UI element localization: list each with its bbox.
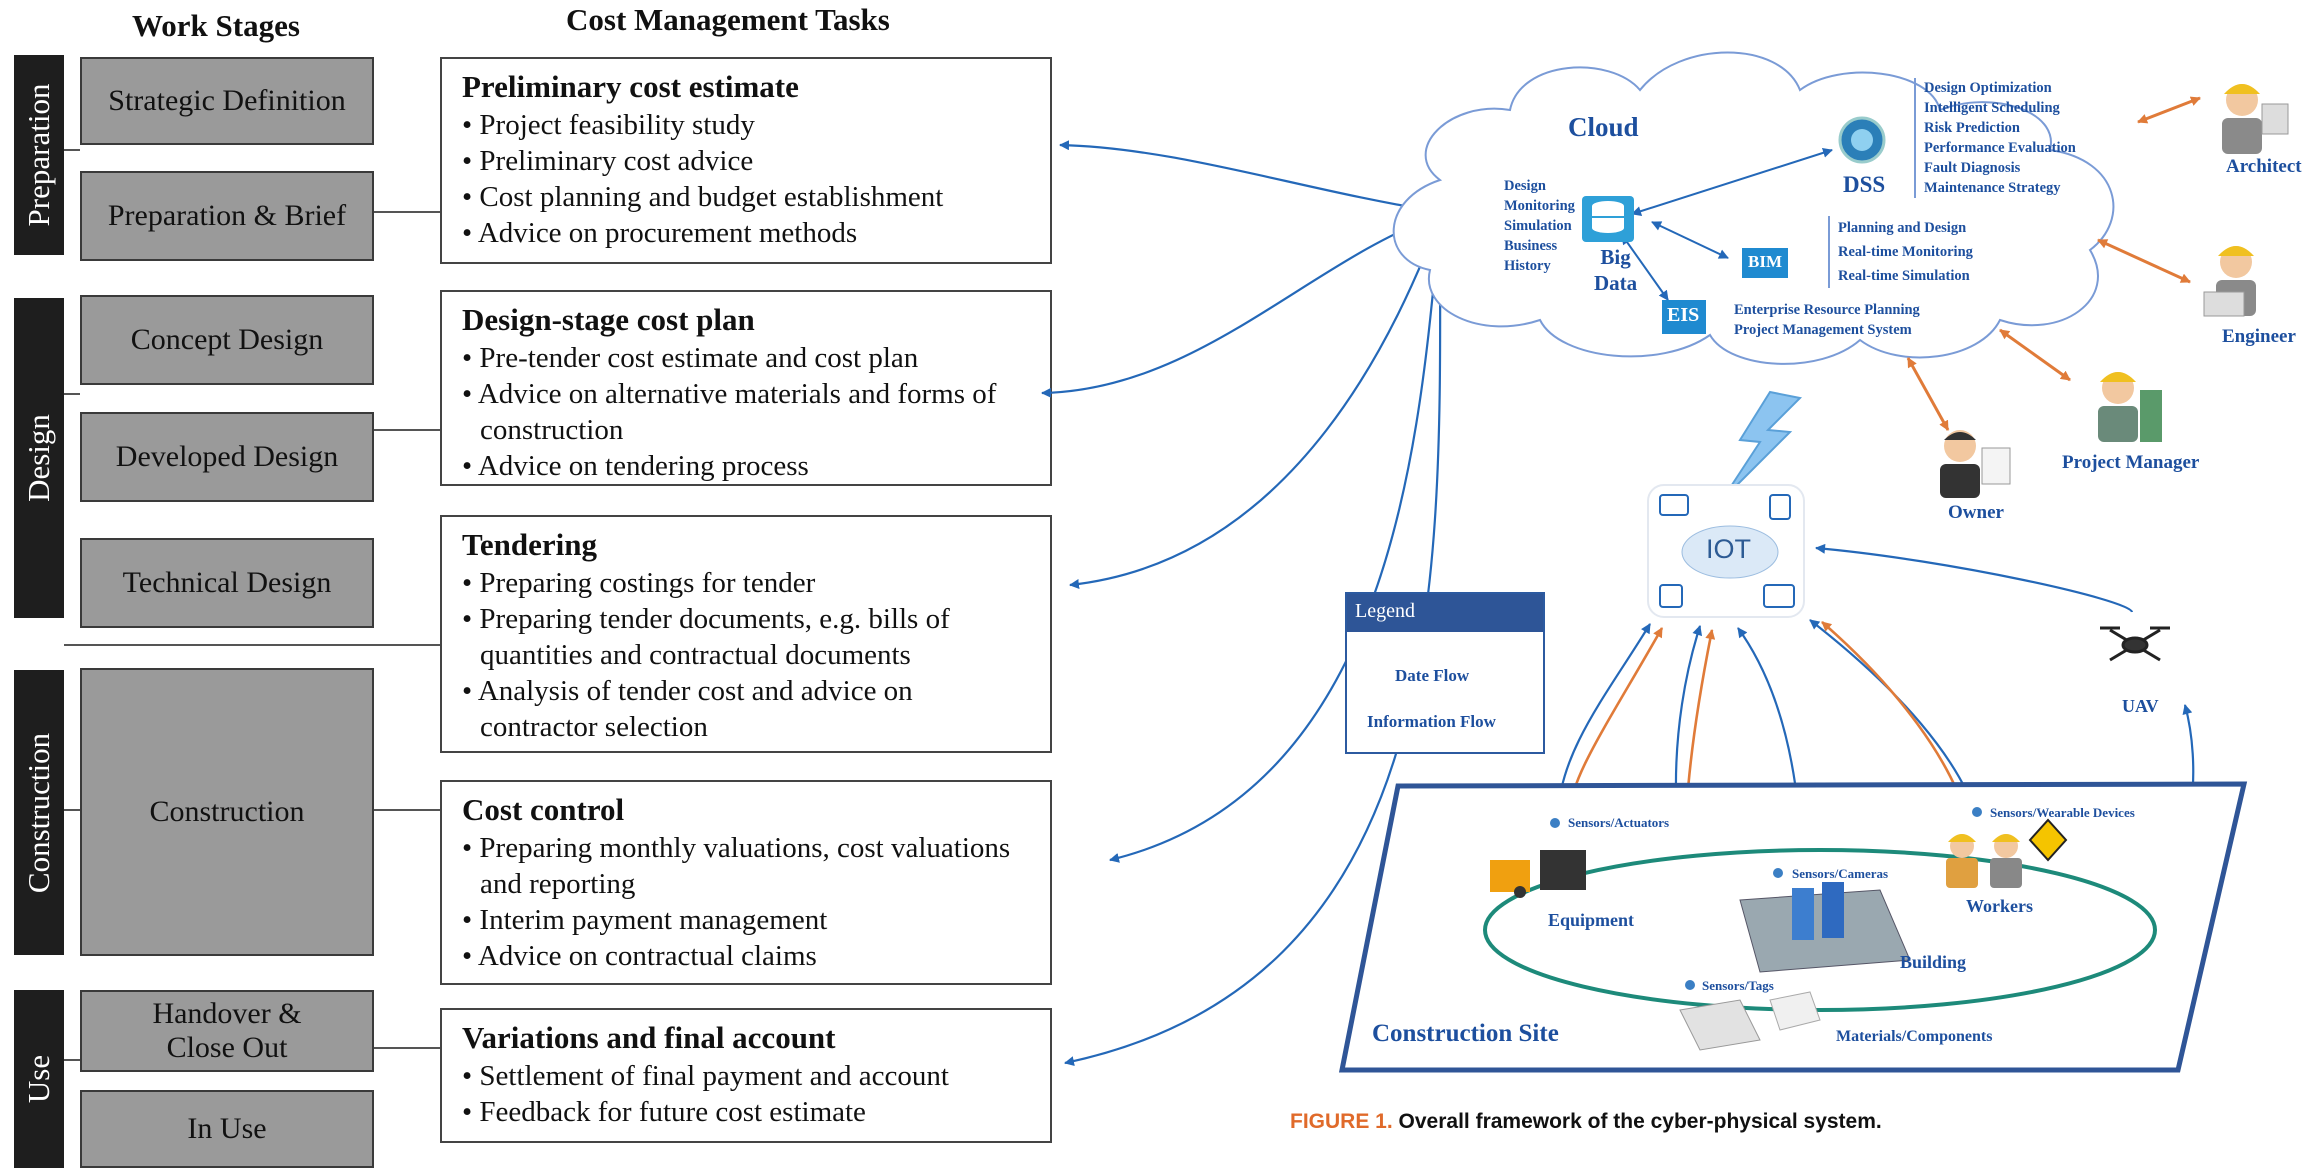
site-loop <box>1483 848 2157 1012</box>
task-item: Feedback for future cost estimate <box>462 1094 1032 1130</box>
legend-data-flow: Date Flow <box>1395 666 1470 685</box>
task-title: Preliminary cost estimate <box>462 69 799 104</box>
role-owner: Owner <box>1948 502 2004 523</box>
stage-construction: Construction <box>80 668 374 956</box>
role-engineer: Engineer <box>2222 326 2296 347</box>
label-sensors-wearables: Sensors/Wearable Devices <box>1990 805 2135 820</box>
task-item: Advice on alternative materials and form… <box>462 376 1032 448</box>
stage-strategic-definition: Strategic Definition <box>80 57 374 145</box>
owner-icon <box>1940 430 2011 498</box>
iot-hub-icon <box>1647 484 1805 618</box>
legend-info-flow: Information Flow <box>1367 712 1496 731</box>
task-tendering: Tendering Preparing costings for tender … <box>440 515 1052 753</box>
task-item: Cost planning and budget establishment <box>462 179 1032 215</box>
task-item: Pre-tender cost estimate and cost plan <box>462 340 1032 376</box>
site-title: Construction Site <box>1372 1020 1559 1047</box>
task-item: Advice on procurement methods <box>462 215 1032 251</box>
dss-function-list: Design Optimization Intelligent Scheduli… <box>1914 78 2076 198</box>
bim-label: BIM <box>1748 252 1782 271</box>
uav-label: UAV <box>2122 696 2159 716</box>
bigdata-function-list: Design Monitoring Simulation Business Hi… <box>1504 178 1575 274</box>
sensor-dot-icon <box>1972 807 1982 817</box>
label-workers: Workers <box>1966 896 2033 916</box>
phase-design: Design <box>14 298 64 618</box>
label-materials: Materials/Components <box>1836 1028 1993 1045</box>
cost-tasks-header: Cost Management Tasks <box>566 2 890 37</box>
stage-in-use: In Use <box>80 1090 374 1168</box>
stage-handover-close-out: Handover & Close Out <box>80 990 374 1072</box>
wireless-bolt-icon <box>1721 390 1803 501</box>
figure-caption: FIGURE 1. Overall framework of the cyber… <box>1290 1110 1882 1134</box>
dss-icon <box>1838 116 1886 164</box>
phase-construction: Construction <box>14 670 64 955</box>
task-title: Design-stage cost plan <box>462 302 755 337</box>
task-item: Preparing costings for tender <box>462 565 1032 601</box>
phase-use: Use <box>14 990 64 1168</box>
label-sensors-actuators: Sensors/Actuators <box>1568 815 1670 830</box>
task-item: Preliminary cost advice <box>462 143 1032 179</box>
building-icon <box>1739 882 1911 973</box>
label-sensors-tags: Sensors/Tags <box>1702 978 1774 993</box>
role-architect: Architect <box>2226 156 2302 177</box>
label-sensors-cameras: Sensors/Cameras <box>1792 866 1889 881</box>
cloud-label: Cloud <box>1568 112 1639 142</box>
architect-icon <box>2222 84 2289 154</box>
figure-number: FIGURE 1. <box>1290 1110 1393 1133</box>
task-item: Settlement of final payment and account <box>462 1058 1032 1094</box>
task-title: Cost control <box>462 792 625 827</box>
sensor-dot-icon <box>1685 980 1695 990</box>
role-project-manager: Project Manager <box>2062 452 2200 473</box>
task-variations-final-account: Variations and final account Settlement … <box>440 1008 1052 1143</box>
iot-label: IOT <box>1706 534 1751 564</box>
database-icon <box>1582 196 1634 242</box>
stage-concept-design: Concept Design <box>80 295 374 385</box>
bim-icon <box>1742 248 1788 278</box>
bim-function-list: Planning and Design Real-time Monitoring… <box>1828 216 1973 288</box>
label-equipment: Equipment <box>1548 910 1635 930</box>
task-title: Variations and final account <box>462 1020 836 1055</box>
legend-title: Legend <box>1347 594 1543 632</box>
materials-icon <box>1679 991 1821 1051</box>
task-preliminary-cost-estimate: Preliminary cost estimate Project feasib… <box>440 57 1052 264</box>
legend: Legend Date Flow Information Flow <box>1345 592 1545 754</box>
label-building: Building <box>1900 952 1967 972</box>
stage-connectors <box>64 149 440 1061</box>
task-item: Advice on contractual claims <box>462 938 1032 974</box>
task-item: Analysis of tender cost and advice on co… <box>462 673 1032 745</box>
workers-icon <box>1946 818 2068 888</box>
eis-function-list: Enterprise Resource Planning Project Man… <box>1734 302 1920 338</box>
stage-technical-design: Technical Design <box>80 538 374 628</box>
eis-icon <box>1662 300 1706 334</box>
task-design-stage-cost-plan: Design-stage cost plan Pre-tender cost e… <box>440 290 1052 486</box>
project-manager-icon <box>2098 372 2162 442</box>
task-item: Project feasibility study <box>462 107 1032 143</box>
task-item: Advice on tendering process <box>462 448 1032 484</box>
stage-preparation-brief: Preparation & Brief <box>80 171 374 261</box>
stage-developed-design: Developed Design <box>80 412 374 502</box>
phase-preparation: Preparation <box>14 55 64 255</box>
task-cost-control: Cost control Preparing monthly valuation… <box>440 780 1052 985</box>
task-title: Tendering <box>462 527 597 562</box>
task-item: Preparing tender documents, e.g. bills o… <box>462 601 1032 673</box>
bigdata-label: Big Data <box>1594 245 1638 295</box>
sensor-dot-icon <box>1773 868 1783 878</box>
figure-caption-text: Overall framework of the cyber-physical … <box>1392 1110 1882 1133</box>
task-item: Preparing monthly valuations, cost valua… <box>462 830 1032 902</box>
drone-icon <box>2100 626 2170 662</box>
dss-label: DSS <box>1843 172 1886 197</box>
work-stages-header: Work Stages <box>132 8 300 43</box>
equipment-icon <box>1490 850 1586 898</box>
engineer-icon <box>2203 246 2256 317</box>
sensor-dot-icon <box>1550 818 1560 828</box>
eis-label: EIS <box>1667 304 1700 326</box>
task-item: Interim payment management <box>462 902 1032 938</box>
